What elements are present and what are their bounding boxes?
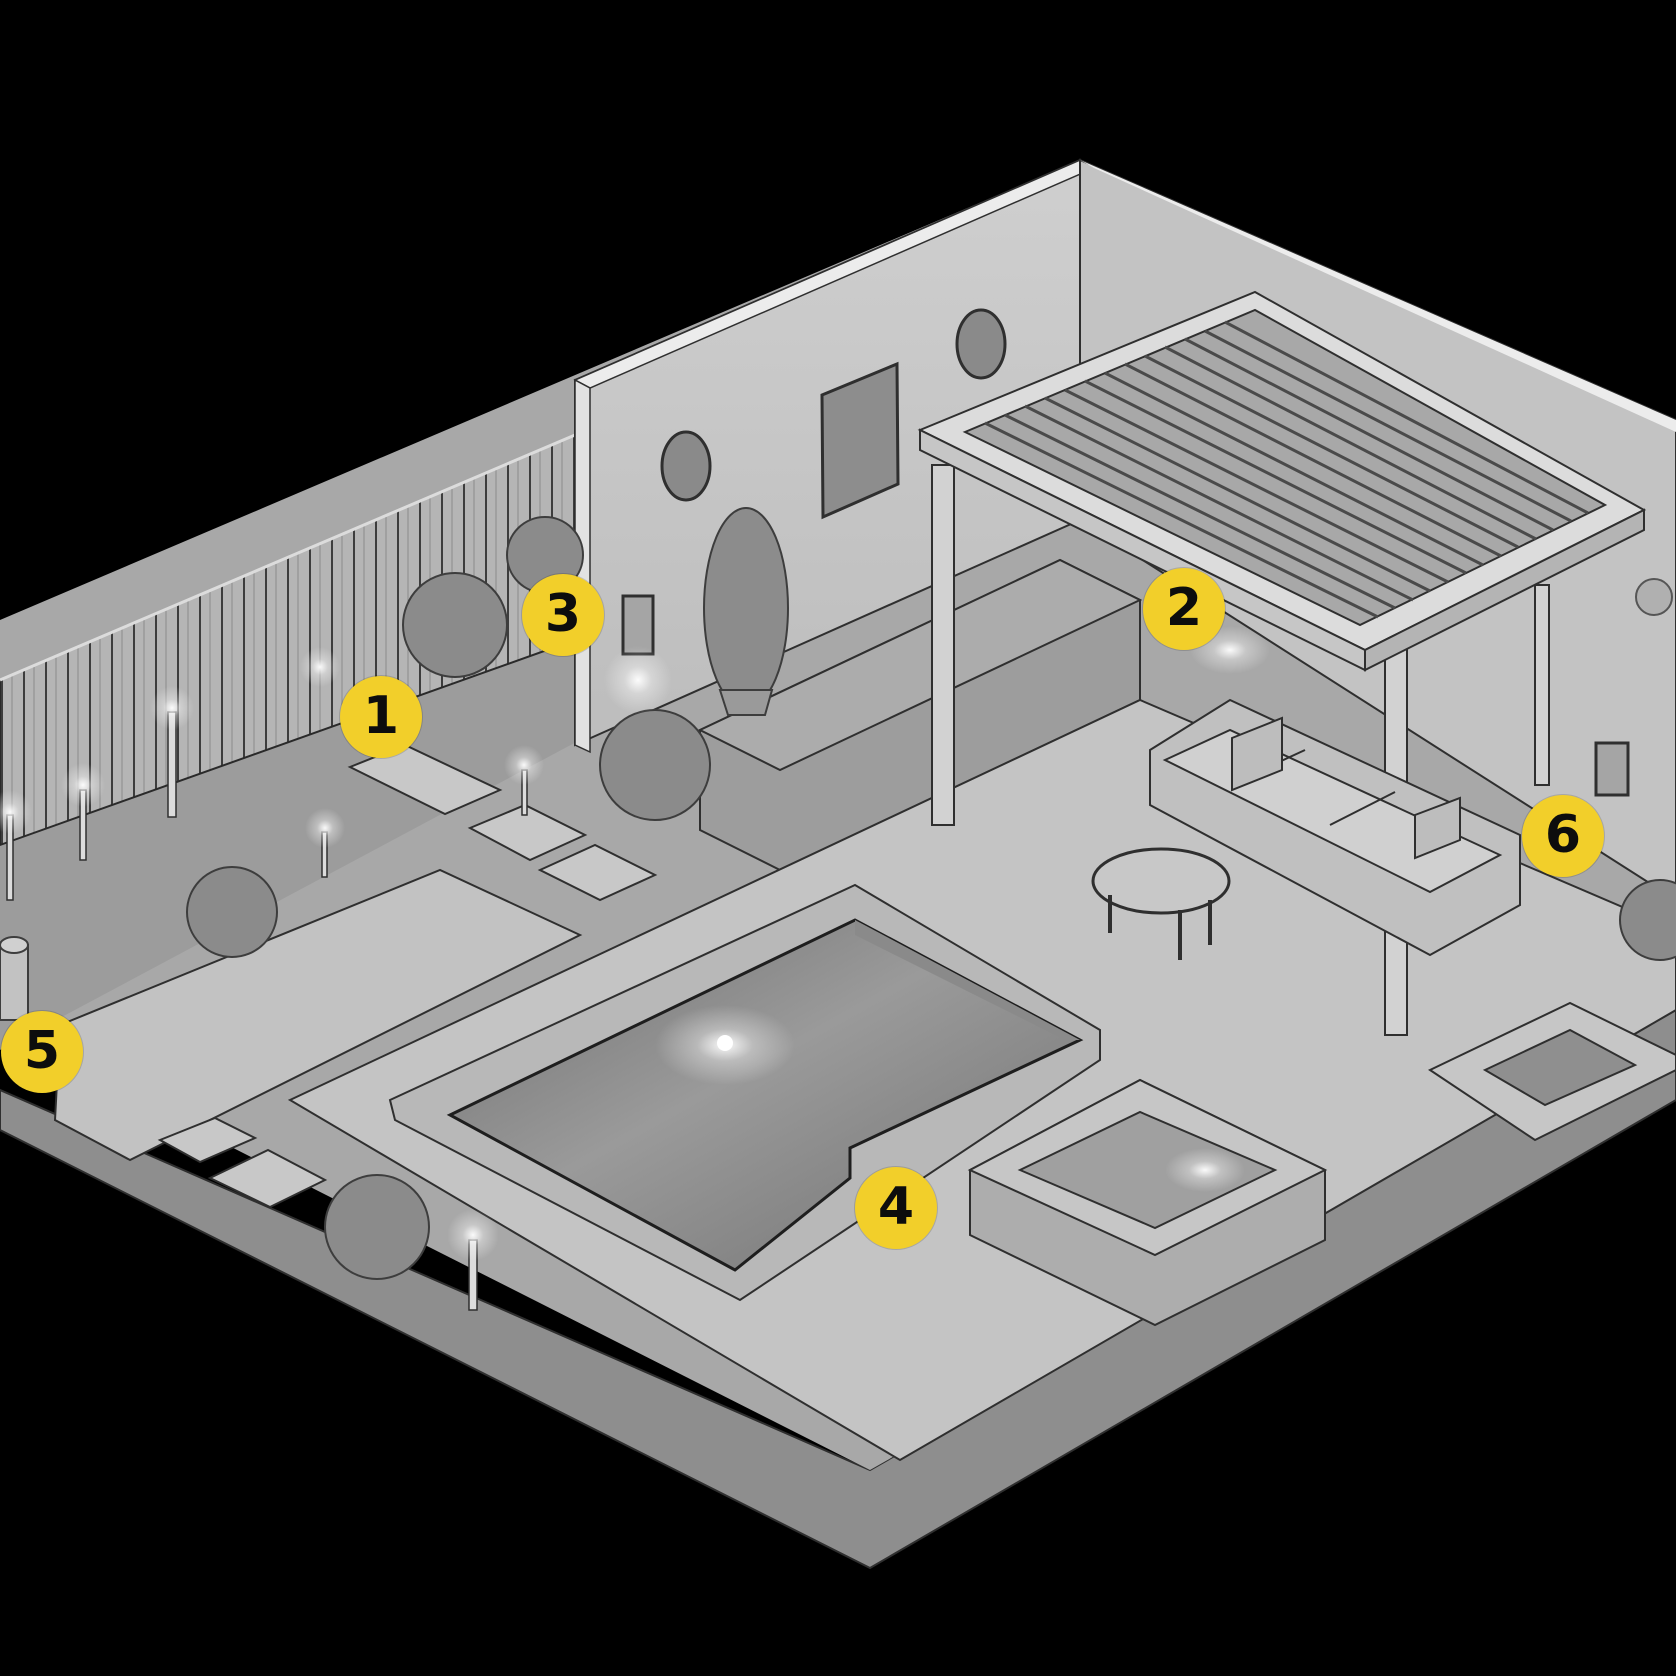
marker-6[interactable]: 6 [1522, 795, 1604, 877]
post-lights [0, 626, 1270, 1311]
swimming-pool [388, 883, 1101, 1302]
potted-plant [703, 507, 789, 716]
wall-sconce-right [955, 308, 1007, 380]
fence-light [300, 647, 340, 687]
post-light [0, 790, 32, 901]
shrub [1619, 879, 1676, 961]
coffee-table [1091, 847, 1231, 960]
stepping-stones [157, 743, 658, 1209]
marker-2-label: 2 [1165, 578, 1203, 638]
walkway [53, 868, 583, 1162]
wall-sconce-far-right [1635, 578, 1673, 616]
post-light [504, 745, 544, 816]
shrub [599, 709, 711, 821]
shrub [324, 1174, 430, 1280]
outdoor-sofa [1149, 698, 1521, 957]
wall-switch-panel-left [621, 594, 655, 656]
wall-picture-frame [820, 361, 900, 520]
marker-1-label: 1 [362, 686, 400, 746]
marker-4[interactable]: 4 [855, 1167, 937, 1249]
marker-3-label: 3 [544, 584, 582, 644]
marker-5[interactable]: 5 [1, 1011, 83, 1093]
marker-2[interactable]: 2 [1143, 568, 1225, 650]
marker-1[interactable]: 1 [340, 676, 422, 758]
raised-planter [967, 1078, 1328, 1327]
fire-pit [1427, 1001, 1676, 1142]
pergola [917, 290, 1647, 1036]
wall-step-light-glow [604, 646, 672, 714]
wall-switch-panel-right [1594, 741, 1630, 797]
post-light [150, 686, 194, 818]
wall-sconce-left [660, 430, 712, 502]
marker-5-label: 5 [23, 1021, 61, 1081]
marker-4-label: 4 [877, 1177, 915, 1237]
post-light [61, 763, 105, 861]
post-light [447, 1209, 499, 1311]
shrub [402, 572, 508, 678]
post-light [305, 808, 345, 878]
marker-6-label: 6 [1544, 805, 1582, 865]
shrub [186, 866, 278, 958]
marker-3[interactable]: 3 [522, 574, 604, 656]
garden-bin [0, 936, 29, 1021]
